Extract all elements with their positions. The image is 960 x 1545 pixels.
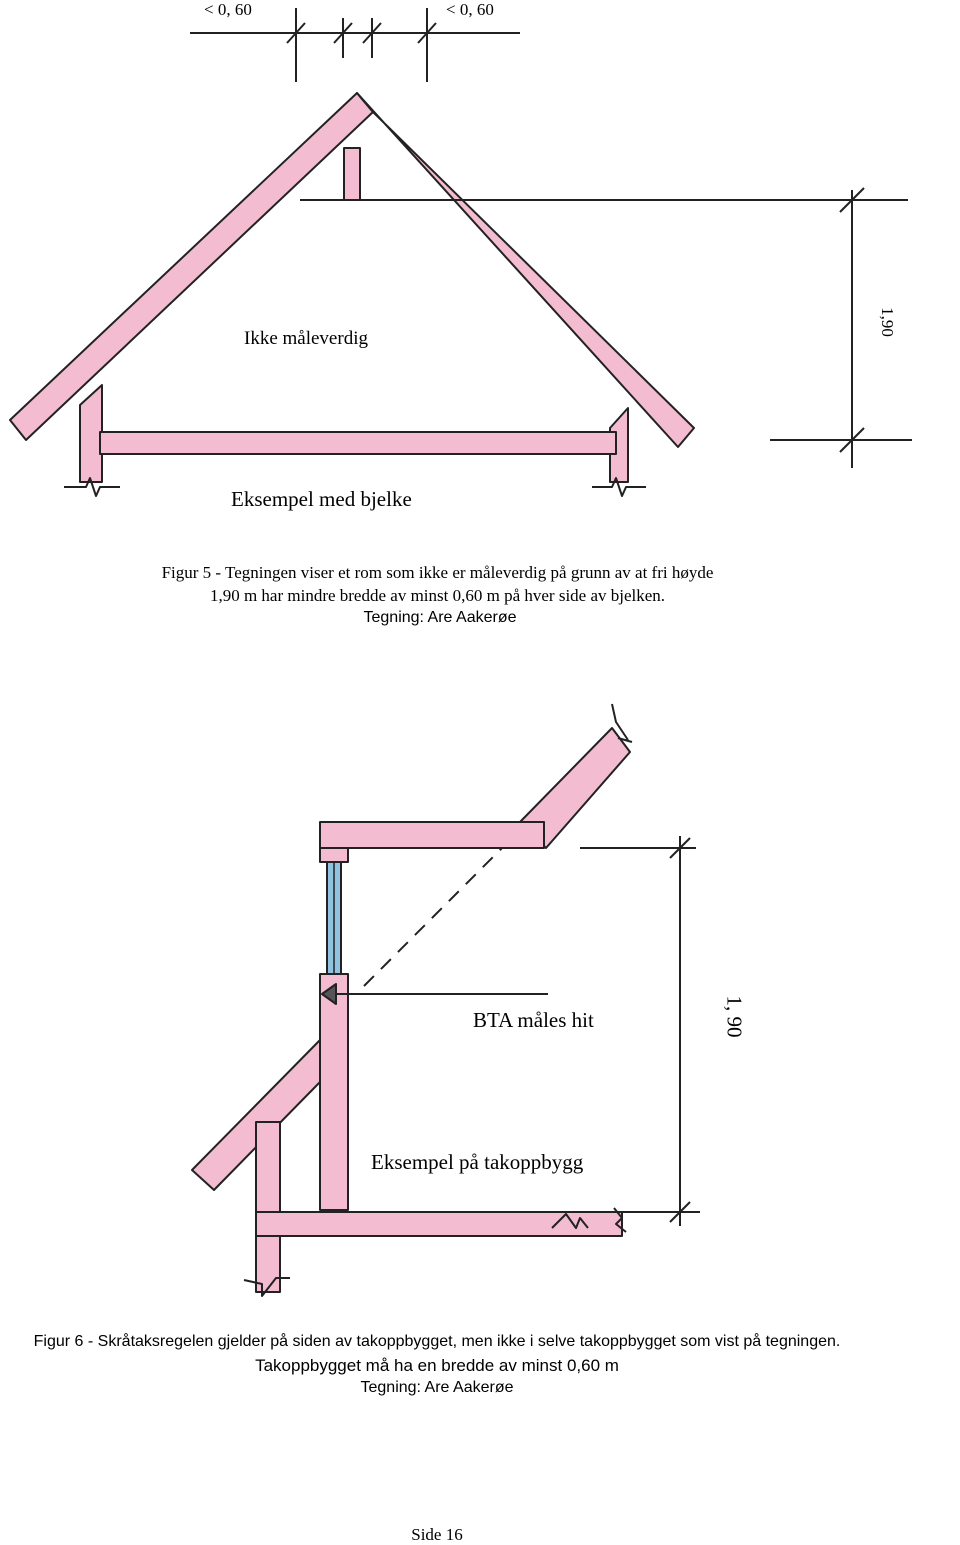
figure5-right-post [609, 407, 629, 483]
figure6-floor-beam [255, 1211, 623, 1237]
figure6-knee-post [255, 1121, 281, 1293]
figure5-king-post [343, 147, 361, 201]
figure6-wall-upper [319, 847, 349, 863]
figure6-dormer-roof [319, 821, 545, 849]
figure5-break-marks [64, 477, 646, 497]
figure6-break-marks [243, 703, 633, 1297]
figure6-title: Eksempel på takoppbygg [371, 1150, 584, 1174]
figure5-dim-right-label: < 0, 60 [446, 0, 494, 19]
figure5-collar-beam [99, 431, 617, 455]
figure5-height-label: 1,90 [878, 307, 897, 337]
figure5-height-dimension [300, 187, 912, 468]
figure5-top-dimension [190, 8, 520, 82]
figure5-right-rafter [356, 92, 695, 448]
figure6-credit: Tegning: Are Aakerøe [360, 1379, 514, 1396]
figure6-height-label: 1, 90 [722, 995, 747, 1038]
figure6-caption-line2: Takoppbygget må ha en bredde av minst 0,… [255, 1356, 619, 1375]
figure5-title: Eksempel med bjelke [231, 487, 412, 511]
figure6-height-dimension [580, 836, 700, 1226]
figure5-dim-left-label: < 0, 60 [204, 0, 252, 19]
page-number: Side 16 [411, 1525, 463, 1544]
figure6-dashed-roof-line [363, 847, 503, 987]
figure5-left-rafter [9, 92, 374, 441]
figure6-wall-lower [319, 973, 349, 1211]
figure6-lower-rafter [191, 1039, 321, 1191]
figure6-bta-label: BTA måles hit [473, 1008, 594, 1032]
figure5-caption-line2: 1,90 m har mindre bredde av minst 0,60 m… [209, 586, 666, 605]
figure5-left-post [79, 384, 103, 483]
figure6-drawing [191, 703, 700, 1297]
figure6-bta-arrowhead [321, 983, 337, 1005]
figure6-caption-line1: Figur 6 - Skråtaksregelen gjelder på sid… [33, 1333, 841, 1350]
figure5-caption-line1: Figur 5 - Tegningen viser et rom som ikk… [161, 563, 714, 582]
figure5-room-label: Ikke måleverdig [244, 328, 368, 349]
figure5-drawing [9, 8, 912, 497]
figure5-credit: Tegning: Are Aakerøe [363, 609, 517, 626]
